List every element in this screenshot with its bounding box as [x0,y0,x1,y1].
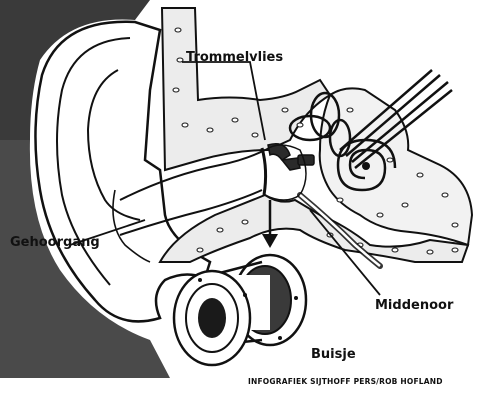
eardrum [262,148,266,195]
temporal-bone-upper [162,8,330,170]
label-middenoor: Middenoor [375,298,454,313]
infographic-credit: INFOGRAFIEK SIJTHOFF PERS/ROB HOFLAND [248,377,443,386]
label-trommelvlies: Trommelvlies [186,50,283,65]
ossicles [268,144,314,170]
label-buisje: Buisje [311,347,356,362]
label-gehoorgang: Gehoorgang [10,235,100,250]
